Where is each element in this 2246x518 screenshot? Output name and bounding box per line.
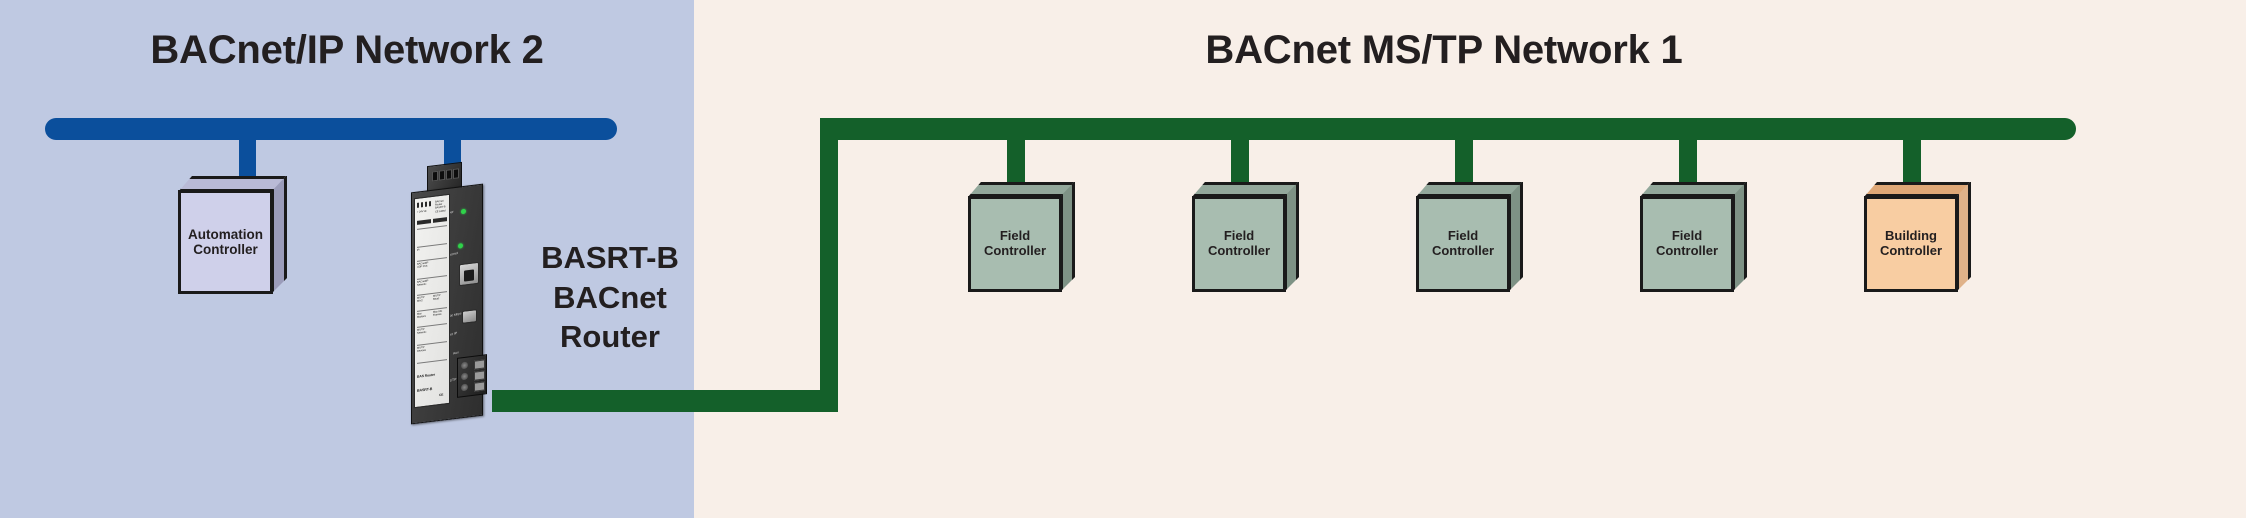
terminal-screw — [461, 361, 468, 370]
field-controller-front-face: Field Controller — [968, 196, 1062, 292]
mstp-terminal-block[interactable] — [457, 354, 487, 398]
router-top-pin — [446, 169, 452, 180]
bacnet-mstp-trunk-bus — [820, 118, 2076, 140]
aux-usb-port[interactable] — [462, 309, 477, 324]
field-controller-label-line2: Controller — [983, 243, 1047, 258]
field-controller-node-4[interactable]: Field Controller — [1640, 182, 1758, 292]
mstp-drop-5 — [1903, 132, 1921, 190]
router-top-pin — [453, 168, 459, 179]
router-caption: BASRT-B BACnet Router — [505, 238, 715, 357]
basrt-b-router-device[interactable]: Power Ethernet 10/100 Mbps Reset IP Aux … — [385, 160, 497, 425]
ethernet-rj45-port[interactable] — [459, 261, 479, 287]
ethernet-led-icon — [458, 243, 463, 249]
router-label-header-block — [417, 219, 431, 225]
bacnet-mstp-network-title: BACnet MS/TP Network 1 — [1205, 28, 1683, 72]
field-controller-label-line1: Field — [1447, 228, 1479, 244]
field-controller-top-face — [1416, 182, 1522, 197]
field-controller-top-face — [968, 182, 1074, 197]
bacnet-ip-network-title: BACnet/IP Network 2 — [150, 28, 544, 72]
mstp-drop-4 — [1679, 132, 1697, 190]
terminal-pin — [474, 370, 485, 381]
field-controller-label-line2: Controller — [1207, 243, 1271, 258]
mstp-router-cable-vertical — [820, 118, 838, 412]
router-label-mark — [421, 202, 423, 208]
router-label-mark — [417, 202, 419, 208]
field-controller-label-line2: Controller — [1655, 243, 1719, 258]
field-controller-label-line1: Field — [1671, 228, 1703, 244]
automation-controller-node[interactable]: Automation Controller — [178, 176, 308, 294]
building-controller-label-line1: Building — [1885, 228, 1937, 244]
mstp-drop-2 — [1231, 132, 1249, 190]
field-controller-side-face — [1508, 182, 1523, 292]
router-caption-line1: BASRT-B — [541, 240, 679, 275]
building-controller-node[interactable]: Building Controller — [1864, 182, 1982, 292]
router-top-pin — [432, 170, 438, 182]
router-model-name: BASRT-B — [417, 386, 433, 393]
field-controller-node-2[interactable]: Field Controller — [1192, 182, 1310, 292]
field-controller-label-line1: Field — [999, 228, 1031, 244]
terminal-screw — [461, 372, 468, 381]
router-top-pin — [439, 169, 445, 181]
field-controller-front-face: Field Controller — [1192, 196, 1286, 292]
field-controller-label-line2: Controller — [1431, 243, 1495, 258]
power-led-icon — [461, 208, 466, 215]
bacnet-ip-trunk-bus — [45, 118, 617, 140]
field-controller-front-face: Field Controller — [1416, 196, 1510, 292]
mstp-router-cable-horizontal — [492, 390, 837, 412]
field-controller-label-line1: Field — [1223, 228, 1255, 244]
building-controller-side-face — [1956, 182, 1971, 292]
field-controller-node-1[interactable]: Field Controller — [968, 182, 1086, 292]
ip-drop-automation-controller — [239, 132, 256, 190]
router-label-mark — [425, 201, 427, 207]
terminal-screw — [461, 383, 468, 392]
router-ce-mark: CE — [439, 392, 444, 398]
router-caption-line3: Router — [560, 319, 660, 355]
automation-controller-side-face — [271, 176, 287, 294]
aux-port-label: Aux — [453, 350, 459, 356]
bacnet-ip-zone — [0, 0, 694, 518]
terminal-pin — [474, 359, 485, 370]
automation-controller-label-line1: Automation — [188, 226, 263, 242]
field-controller-top-face — [1192, 182, 1298, 197]
mstp-drop-3 — [1455, 132, 1473, 190]
building-controller-top-face — [1864, 182, 1970, 197]
terminal-pin — [474, 381, 485, 392]
field-controller-top-face — [1640, 182, 1746, 197]
router-product-name: BAS Router — [417, 372, 436, 379]
field-controller-node-3[interactable]: Field Controller — [1416, 182, 1534, 292]
building-controller-front-face: Building Controller — [1864, 196, 1958, 292]
rj45-slot-icon — [464, 269, 474, 282]
router-label-header-block — [433, 217, 447, 223]
field-controller-side-face — [1060, 182, 1075, 292]
field-controller-side-face — [1284, 182, 1299, 292]
field-controller-side-face — [1732, 182, 1747, 292]
automation-controller-front-face: Automation Controller — [178, 190, 273, 294]
building-controller-label-line2: Controller — [1879, 243, 1943, 258]
field-controller-front-face: Field Controller — [1640, 196, 1734, 292]
router-caption-line2: BACnet — [553, 279, 667, 315]
automation-controller-label-line2: Controller — [193, 242, 258, 257]
mstp-drop-1 — [1007, 132, 1025, 190]
router-label-mark — [429, 201, 431, 207]
